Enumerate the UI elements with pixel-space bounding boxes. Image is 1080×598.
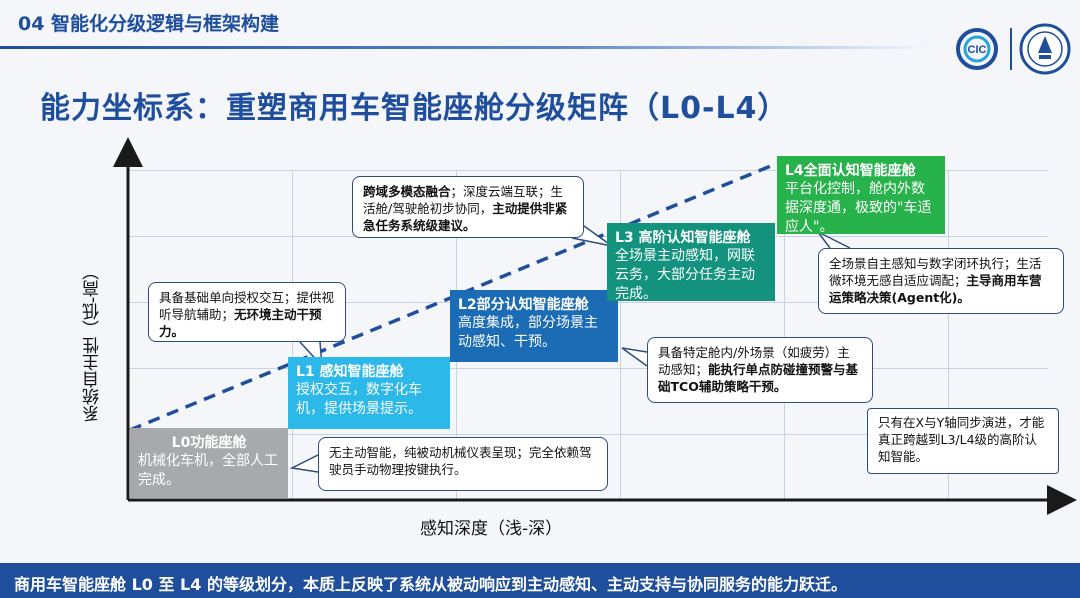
level-title: L0功能座舱 [171, 435, 247, 451]
c3-tail [621, 347, 648, 367]
y-axis-label: 系统自主性（低-高） [83, 262, 103, 422]
callout-bold-text: 主动提供非紧急任务系统级建议。 [363, 201, 568, 233]
level-title: L1 感知智能座舱 [296, 364, 404, 380]
level-title: L2部分认知智能座舱 [458, 297, 589, 313]
level-l3-box: L3 高阶认知智能座舱 全场景主动感知，网联云务，大部分任务主动完成。 [607, 223, 775, 302]
callout-text: 具备基础单向授权交互；提供视听导航辅助； [159, 290, 335, 322]
level-l2-box: L2部分认知智能座舱 高度集成，部分场景主动感知、干预。 [450, 290, 618, 362]
footer-text: 商用车智能座舱 L0 至 L4 的等级划分，本质上反映了系统从被动响应到主动感知… [14, 575, 847, 594]
callout-bold-text: 主导商用车营运策略决策(Agent化)。 [829, 273, 1042, 305]
level-l4-box: L4全面认知智能座舱 平台化控制，舱内外数据深度通，极致的"车适应人"。 [777, 156, 945, 235]
level-title: L3 高阶认知智能座舱 [615, 230, 751, 246]
level-l1-box: L1 感知智能座舱 授权交互，数字化车机，提供场景提示。 [288, 357, 450, 429]
x-axis-label: 感知深度（浅-深） [420, 519, 563, 539]
callout-bold-text: 无环境主动干预力。 [159, 307, 322, 339]
callout-bold-text: 跨域多模态融合 [363, 184, 451, 199]
level-desc: 全场景主动感知，网联云务，大部分任务主动完成。 [615, 248, 755, 302]
logo-divider [1010, 28, 1012, 70]
callout-l2: 跨域多模态融合；深度云端互联；生活舱/驾驶舱初步协同，主动提供非紧急任务系统级建… [352, 176, 584, 238]
seal-logo [1019, 23, 1071, 75]
level-title: L4全面认知智能座舱 [785, 163, 916, 179]
summary-note: 只有在X与Y轴同步演进，才能真正跨越到L3/L4级的高阶认知智能。 [867, 408, 1059, 474]
header-rule [0, 46, 930, 49]
c0-tail [289, 454, 319, 473]
callout-text: 无主动智能，纯被动机械仪表呈现；完全依赖驾驶员手动物理按键执行。 [329, 445, 592, 477]
callout-text: 具备特定舱内/外场景（如疲劳）主动感知； [658, 345, 850, 377]
callout-l3: 具备特定舱内/外场景（如疲劳）主动感知；能执行单点防碰撞预警与基础TCO辅助策略… [647, 337, 873, 403]
callout-l4: 全场景自主感知与数字闭环执行；生活微环境无感自适应调配；主导商用车营运策略决策(… [818, 248, 1064, 314]
level-l0-box: L0功能座舱 机械化车机，全部人工完成。 [130, 428, 288, 498]
footer-banner [0, 563, 1080, 598]
callout-text: ；深度云端互联；生活舱/驾驶舱初步协同， [363, 184, 564, 216]
level-desc: 机械化车机，全部人工完成。 [138, 453, 278, 488]
page-title: 能力坐标系：重塑商用车智能座舱分级矩阵（L0-L4） [40, 91, 789, 126]
cic-logo: CIC [956, 28, 998, 70]
level-desc: 平台化控制，舱内外数据深度通，极致的"车适应人"。 [785, 181, 932, 235]
callout-text: 全场景自主感知与数字闭环执行；生活微环境无感自适应调配； [829, 256, 1042, 288]
svg-text:CIC: CIC [968, 44, 987, 56]
level-desc: 授权交互，数字化车机，提供场景提示。 [296, 382, 422, 417]
section-tag: 04 智能化分级逻辑与框架构建 [18, 13, 280, 35]
callout-l0: 无主动智能，纯被动机械仪表呈现；完全依赖驾驶员手动物理按键执行。 [318, 437, 608, 491]
callout-l1: 具备基础单向授权交互；提供视听导航辅助；无环境主动干预力。 [148, 282, 346, 342]
callout-bold-text: 能执行单点防碰撞预警与基础TCO辅助策略干预。 [658, 362, 859, 394]
level-desc: 高度集成，部分场景主动感知、干预。 [458, 315, 598, 350]
